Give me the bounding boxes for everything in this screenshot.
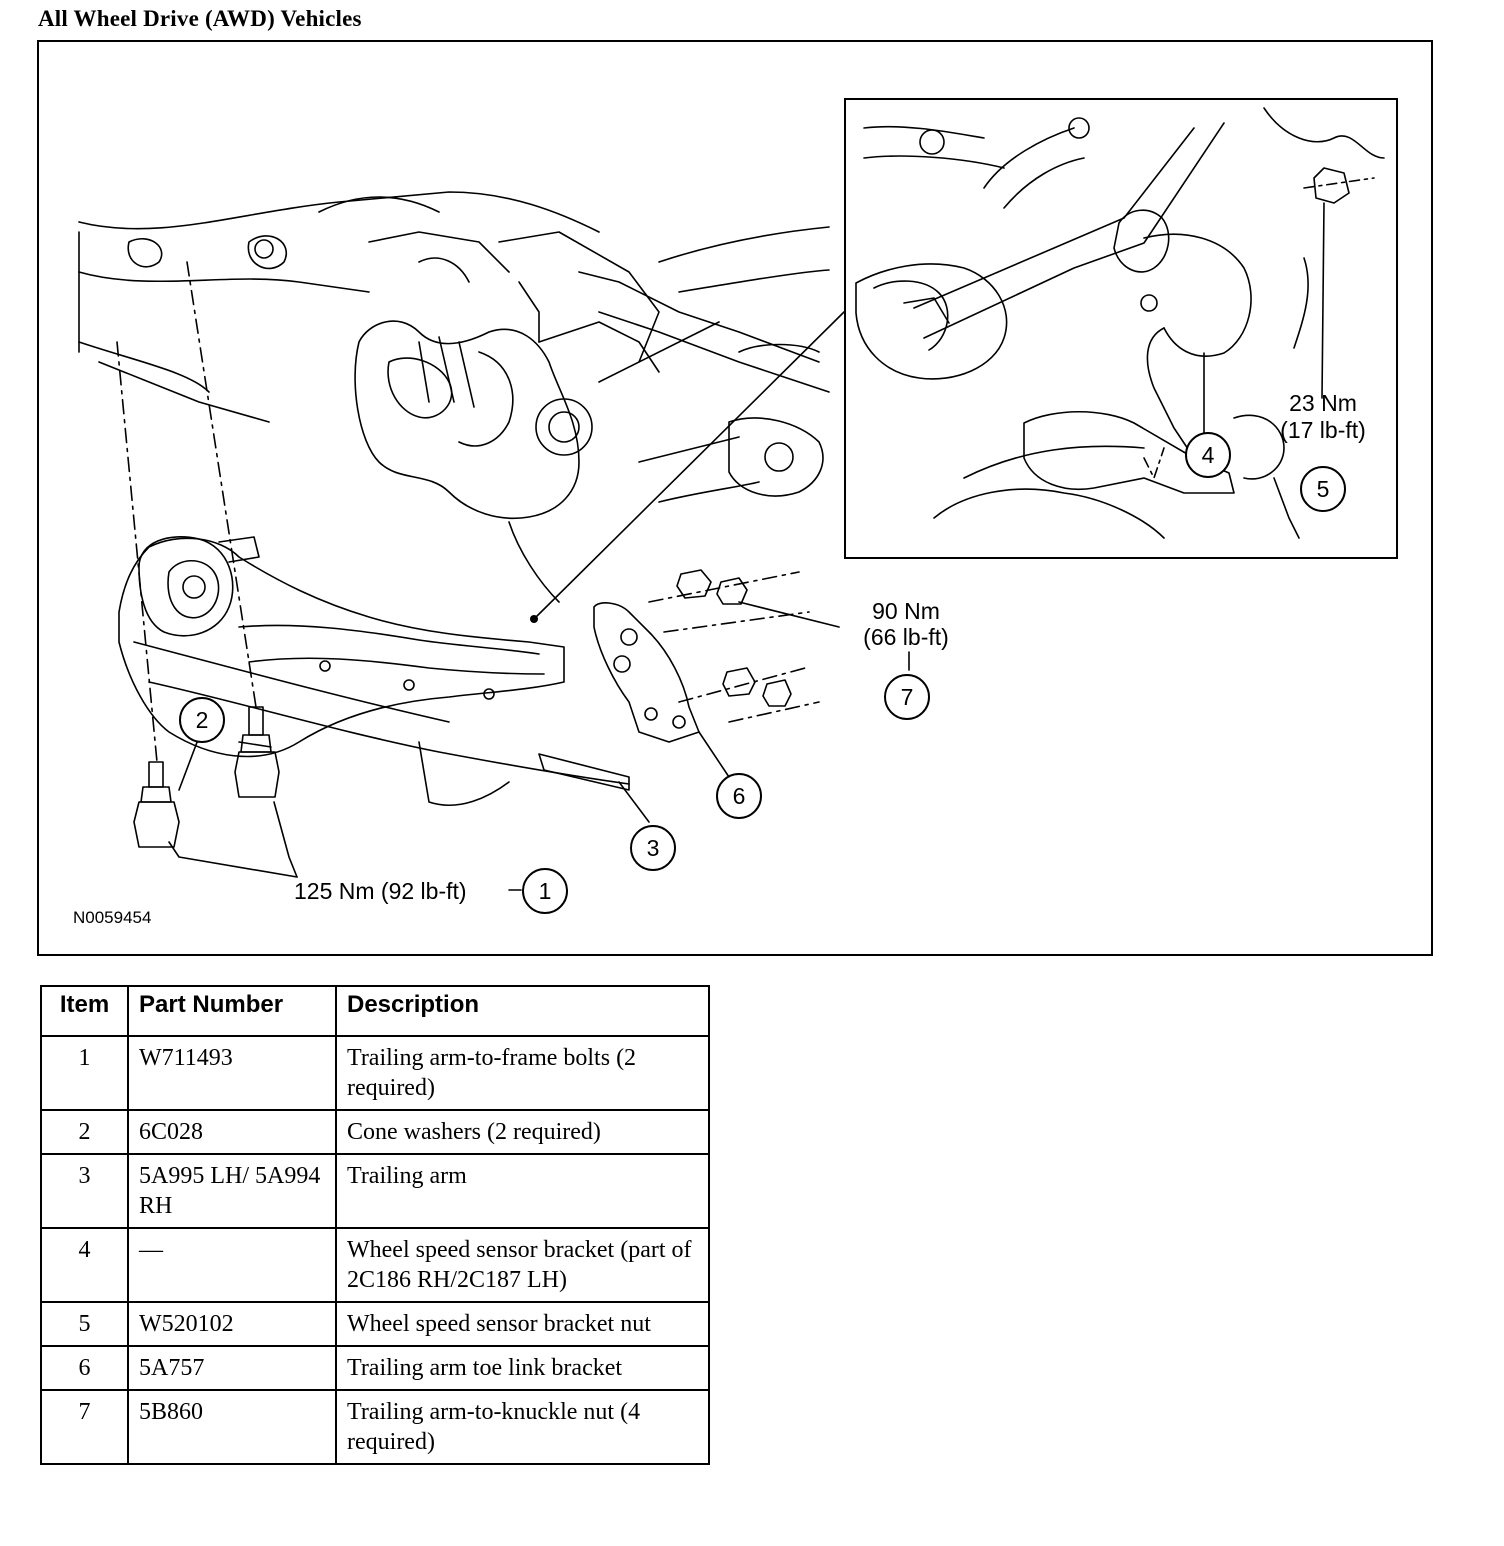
cell-part-number: —: [127, 1227, 337, 1303]
parts-table: Item Part Number Description 1 W711493 T…: [40, 985, 710, 1465]
cell-part-number: 5B860: [127, 1389, 337, 1465]
torque-label-item-5-lbft: (17 lb-ft): [1280, 417, 1366, 443]
cell-part-number: 5A995 LH/ 5A994 RH: [127, 1153, 337, 1229]
cell-part-number: W520102: [127, 1301, 337, 1347]
cell-description: Trailing arm: [335, 1153, 710, 1229]
cell-part-number: 5A757: [127, 1345, 337, 1391]
cell-item: 4: [40, 1227, 129, 1303]
page-title: All Wheel Drive (AWD) Vehicles: [38, 6, 362, 31]
table-row: 7 5B860 Trailing arm-to-knuckle nut (4 r…: [40, 1389, 710, 1465]
cell-description: Cone washers (2 required): [335, 1109, 710, 1155]
table-row: 2 6C028 Cone washers (2 required): [40, 1109, 710, 1155]
cell-item: 2: [40, 1109, 129, 1155]
torque-label-item-5-nm: 23 Nm: [1289, 390, 1357, 416]
callout-5: 5: [1300, 466, 1346, 512]
suspension-illustration: [78, 107, 1385, 891]
callout-6: 6: [716, 773, 762, 819]
cell-description: Wheel speed sensor bracket (part of 2C18…: [335, 1227, 710, 1303]
cell-description: Wheel speed sensor bracket nut: [335, 1301, 710, 1347]
callout-2: 2: [179, 697, 225, 743]
table-row: 3 5A995 LH/ 5A994 RH Trailing arm: [40, 1153, 710, 1229]
cell-description: Trailing arm-to-frame bolts (2 required): [335, 1035, 710, 1111]
callout-4: 4: [1185, 432, 1231, 478]
table-row: 6 5A757 Trailing arm toe link bracket: [40, 1345, 710, 1391]
cell-description: Trailing arm-to-knuckle nut (4 required): [335, 1389, 710, 1465]
table-header-row: Item Part Number Description: [40, 985, 710, 1037]
header-part-number: Part Number: [127, 985, 337, 1037]
table-row: 1 W711493 Trailing arm-to-frame bolts (2…: [40, 1035, 710, 1111]
cell-item: 5: [40, 1301, 129, 1347]
cell-part-number: 6C028: [127, 1109, 337, 1155]
header-item: Item: [40, 985, 129, 1037]
callout-7: 7: [884, 674, 930, 720]
callout-3: 3: [630, 825, 676, 871]
inset-detail-view: [844, 98, 1398, 559]
cell-part-number: W711493: [127, 1035, 337, 1111]
table-row: 5 W520102 Wheel speed sensor bracket nut: [40, 1301, 710, 1347]
torque-label-item-7-lbft: (66 lb-ft): [863, 624, 949, 650]
callout-1: 1: [522, 868, 568, 914]
cell-item: 7: [40, 1389, 129, 1465]
diagram-frame: 125 Nm (92 lb-ft) 1 2 3 6 90 Nm (66 lb-f…: [37, 40, 1433, 956]
torque-label-item-7-nm: 90 Nm: [872, 598, 940, 624]
figure-id: N0059454: [73, 908, 152, 927]
table-row: 4 — Wheel speed sensor bracket (part of …: [40, 1227, 710, 1303]
cell-item: 6: [40, 1345, 129, 1391]
cell-item: 3: [40, 1153, 129, 1229]
torque-label-item-1: 125 Nm (92 lb-ft): [294, 878, 467, 904]
header-description: Description: [335, 985, 710, 1037]
cell-item: 1: [40, 1035, 129, 1111]
cell-description: Trailing arm toe link bracket: [335, 1345, 710, 1391]
